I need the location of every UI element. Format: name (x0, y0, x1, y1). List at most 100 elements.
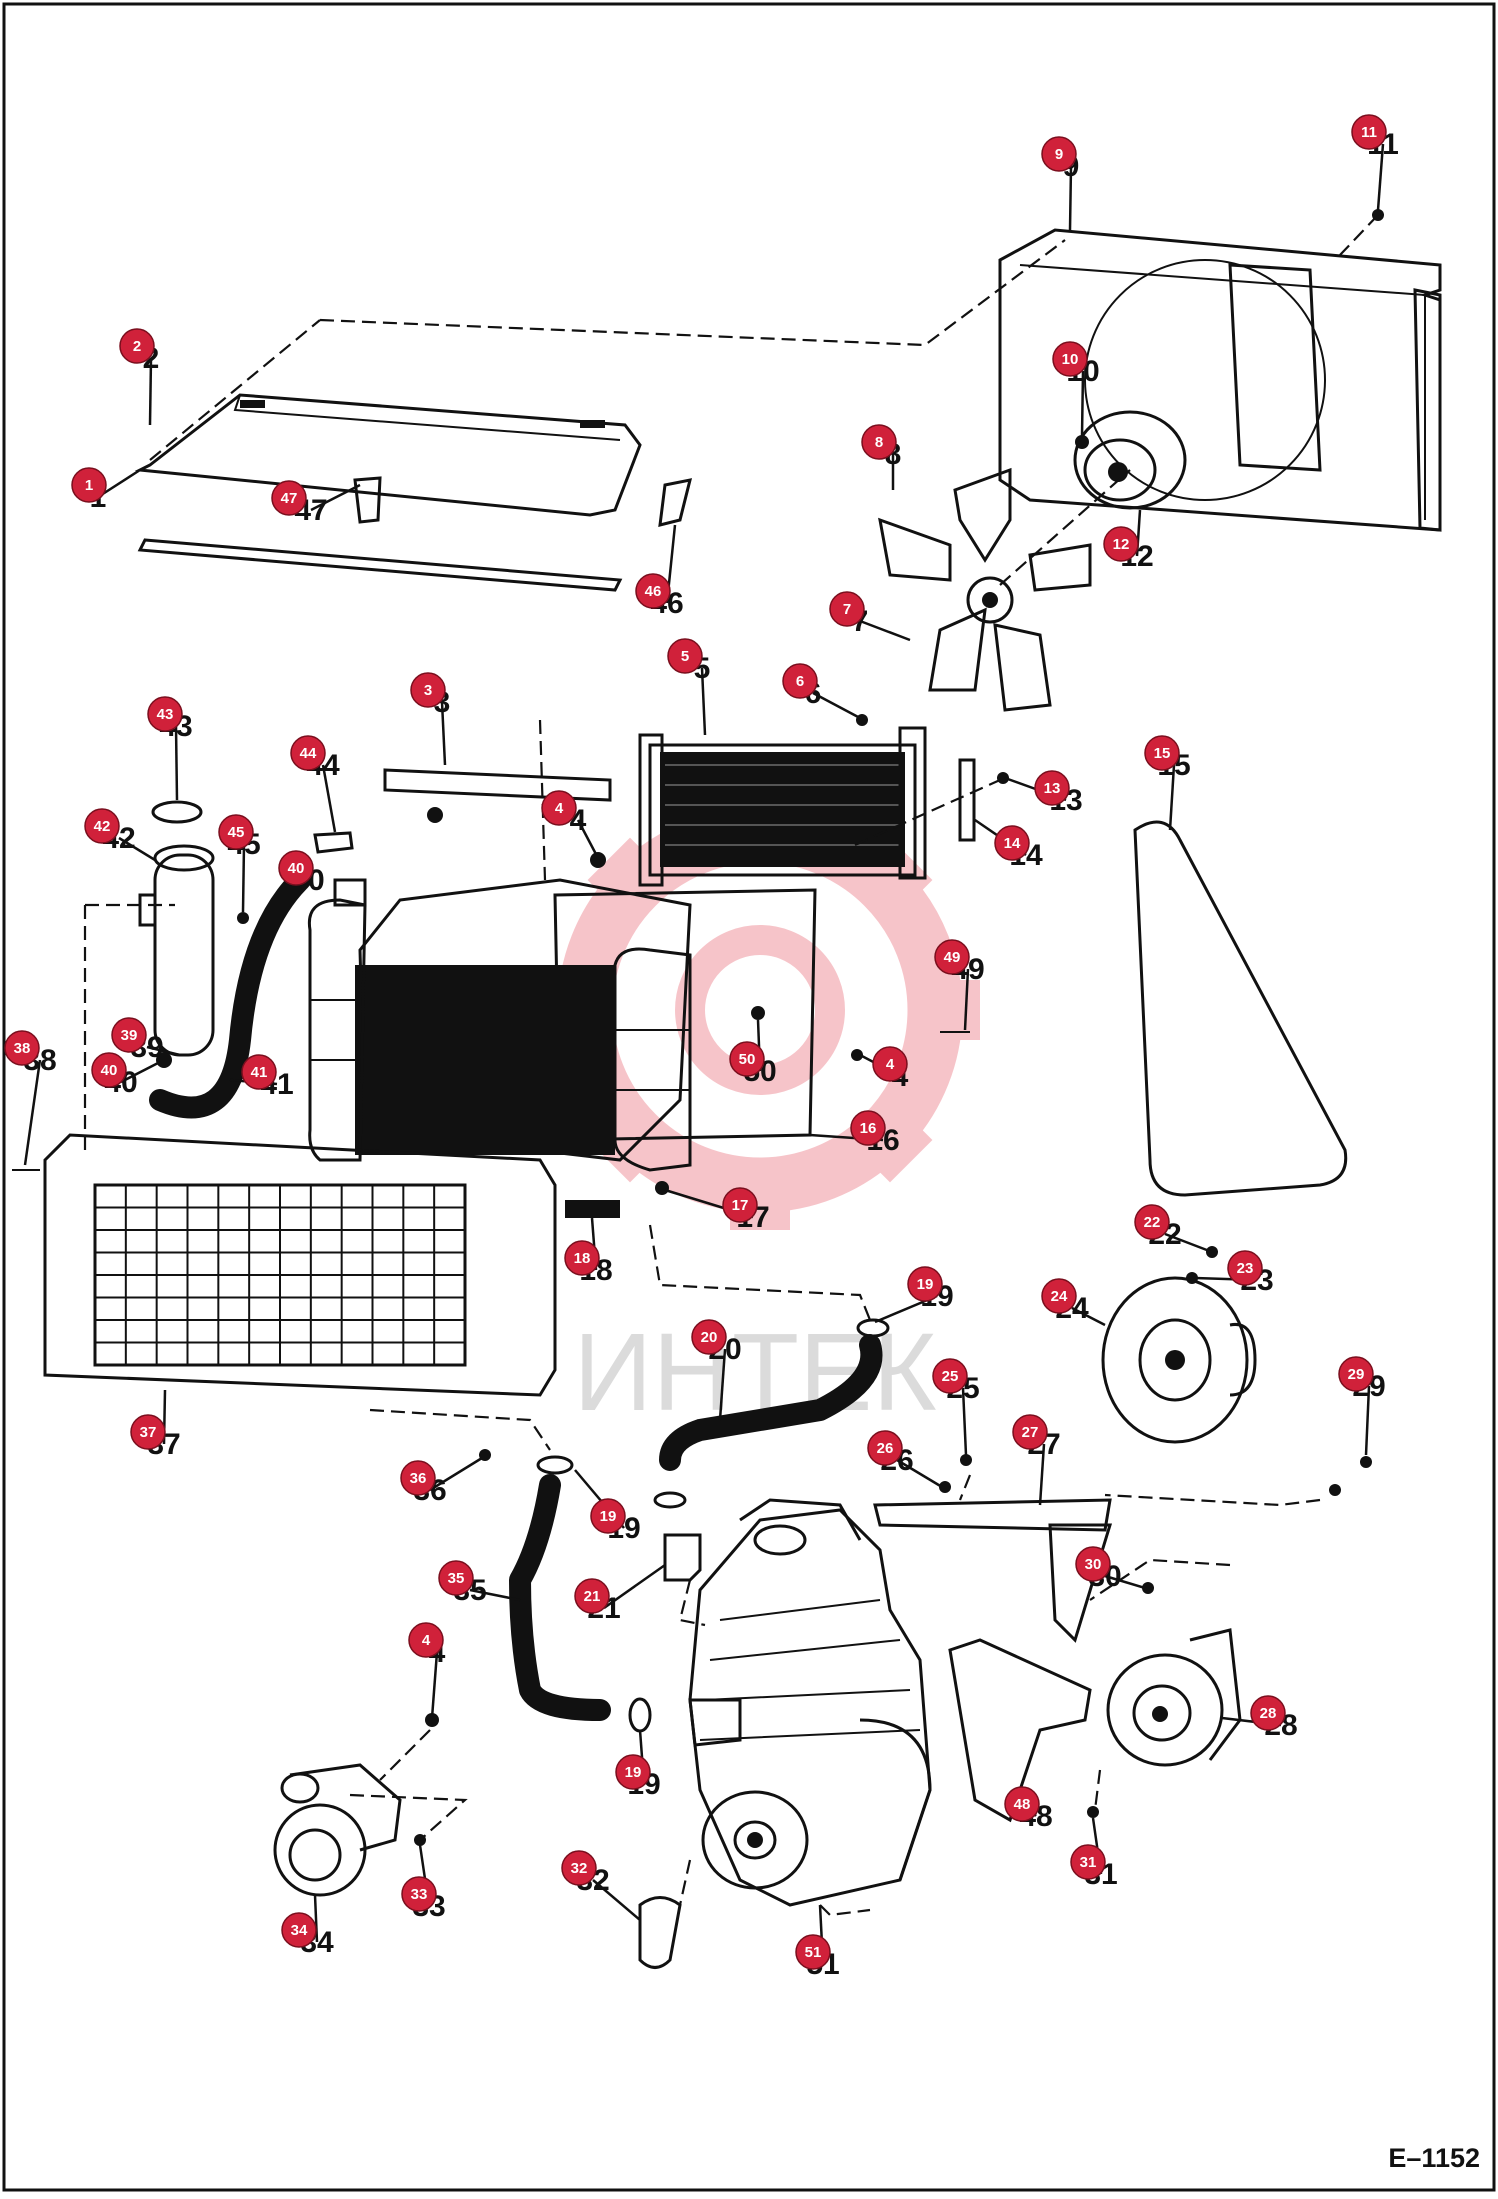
callout-marker-19[interactable]: 19 (615, 1754, 651, 1790)
callout-marker-38[interactable]: 38 (4, 1030, 40, 1066)
callout-marker-2[interactable]: 2 (119, 328, 155, 364)
callout-marker-17[interactable]: 17 (722, 1187, 758, 1223)
callout-marker-40[interactable]: 40 (91, 1052, 127, 1088)
callout-marker-5[interactable]: 5 (667, 638, 703, 674)
callout-marker-4[interactable]: 4 (541, 790, 577, 826)
callout-badge-circle[interactable] (1144, 735, 1180, 771)
callout-marker-11[interactable]: 11 (1351, 114, 1387, 150)
callout-badge-circle[interactable] (861, 424, 897, 460)
callout-marker-4[interactable]: 4 (408, 1622, 444, 1658)
callout-badge-circle[interactable] (1034, 770, 1070, 806)
callout-badge-circle[interactable] (561, 1850, 597, 1886)
callout-badge-circle[interactable] (408, 1622, 444, 1658)
callout-badge-circle[interactable] (410, 672, 446, 708)
callout-badge-circle[interactable] (635, 573, 671, 609)
callout-badge-circle[interactable] (722, 1187, 758, 1223)
callout-marker-25[interactable]: 25 (932, 1358, 968, 1394)
callout-marker-10[interactable]: 10 (1052, 341, 1088, 377)
callout-marker-49[interactable]: 49 (934, 939, 970, 975)
callout-marker-18[interactable]: 18 (564, 1240, 600, 1276)
callout-badge-circle[interactable] (4, 1030, 40, 1066)
callout-marker-19[interactable]: 19 (907, 1266, 943, 1302)
callout-badge-circle[interactable] (281, 1912, 317, 1948)
callout-badge-circle[interactable] (541, 790, 577, 826)
callout-badge-circle[interactable] (795, 1934, 831, 1970)
callout-badge-circle[interactable] (1250, 1695, 1286, 1731)
callout-marker-14[interactable]: 14 (994, 825, 1030, 861)
callout-badge-circle[interactable] (615, 1754, 651, 1790)
callout-marker-24[interactable]: 24 (1041, 1278, 1077, 1314)
callout-badge-circle[interactable] (1012, 1414, 1048, 1450)
callout-marker-41[interactable]: 41 (241, 1054, 277, 1090)
callout-badge-circle[interactable] (1075, 1546, 1111, 1582)
callout-badge-circle[interactable] (934, 939, 970, 975)
callout-badge-circle[interactable] (850, 1110, 886, 1146)
callout-marker-43[interactable]: 43 (147, 696, 183, 732)
callout-badge-circle[interactable] (84, 808, 120, 844)
callout-badge-circle[interactable] (119, 328, 155, 364)
callout-badge-circle[interactable] (218, 814, 254, 850)
callout-badge-circle[interactable] (1103, 526, 1139, 562)
callout-marker-9[interactable]: 9 (1041, 136, 1077, 172)
callout-marker-26[interactable]: 26 (867, 1430, 903, 1466)
callout-marker-29[interactable]: 29 (1338, 1356, 1374, 1392)
callout-badge-circle[interactable] (1070, 1844, 1106, 1880)
callout-marker-45[interactable]: 45 (218, 814, 254, 850)
callout-marker-12[interactable]: 12 (1103, 526, 1139, 562)
callout-badge-circle[interactable] (111, 1017, 147, 1053)
callout-badge-circle[interactable] (829, 591, 865, 627)
callout-badge-circle[interactable] (574, 1578, 610, 1614)
callout-marker-22[interactable]: 22 (1134, 1204, 1170, 1240)
callout-badge-circle[interactable] (691, 1319, 727, 1355)
callout-marker-19[interactable]: 19 (590, 1498, 626, 1534)
callout-marker-32[interactable]: 32 (561, 1850, 597, 1886)
callout-badge-circle[interactable] (1004, 1786, 1040, 1822)
callout-badge-circle[interactable] (932, 1358, 968, 1394)
callout-badge-circle[interactable] (907, 1266, 943, 1302)
callout-badge-circle[interactable] (438, 1560, 474, 1596)
callout-badge-circle[interactable] (271, 480, 307, 516)
callout-badge-circle[interactable] (1351, 114, 1387, 150)
callout-badge-circle[interactable] (91, 1052, 127, 1088)
callout-marker-30[interactable]: 30 (1075, 1546, 1111, 1582)
callout-badge-circle[interactable] (867, 1430, 903, 1466)
callout-badge-circle[interactable] (872, 1046, 908, 1082)
callout-marker-28[interactable]: 28 (1250, 1695, 1286, 1731)
callout-badge-circle[interactable] (400, 1460, 436, 1496)
callout-marker-1[interactable]: 1 (71, 467, 107, 503)
callout-marker-47[interactable]: 47 (271, 480, 307, 516)
callout-marker-50[interactable]: 50 (729, 1041, 765, 1077)
callout-badge-circle[interactable] (290, 735, 326, 771)
callout-marker-34[interactable]: 34 (281, 1912, 317, 1948)
callout-marker-3[interactable]: 3 (410, 672, 446, 708)
callout-marker-33[interactable]: 33 (401, 1876, 437, 1912)
callout-badge-circle[interactable] (564, 1240, 600, 1276)
callout-marker-7[interactable]: 7 (829, 591, 865, 627)
callout-marker-46[interactable]: 46 (635, 573, 671, 609)
callout-badge-circle[interactable] (401, 1876, 437, 1912)
callout-marker-31[interactable]: 31 (1070, 1844, 1106, 1880)
callout-badge-circle[interactable] (1041, 1278, 1077, 1314)
callout-marker-48[interactable]: 48 (1004, 1786, 1040, 1822)
callout-badge-circle[interactable] (1041, 136, 1077, 172)
callout-marker-4[interactable]: 4 (872, 1046, 908, 1082)
callout-badge-circle[interactable] (147, 696, 183, 732)
callout-badge-circle[interactable] (729, 1041, 765, 1077)
callout-badge-circle[interactable] (994, 825, 1030, 861)
callout-marker-8[interactable]: 8 (861, 424, 897, 460)
callout-marker-6[interactable]: 6 (782, 663, 818, 699)
callout-badge-circle[interactable] (241, 1054, 277, 1090)
callout-marker-42[interactable]: 42 (84, 808, 120, 844)
callout-badge-circle[interactable] (130, 1414, 166, 1450)
callout-marker-40[interactable]: 40 (278, 850, 314, 886)
callout-marker-51[interactable]: 51 (795, 1934, 831, 1970)
callout-badge-circle[interactable] (71, 467, 107, 503)
callout-badge-circle[interactable] (1338, 1356, 1374, 1392)
callout-badge-circle[interactable] (667, 638, 703, 674)
callout-marker-36[interactable]: 36 (400, 1460, 436, 1496)
callout-marker-23[interactable]: 23 (1227, 1250, 1263, 1286)
callout-badge-circle[interactable] (1052, 341, 1088, 377)
callout-marker-39[interactable]: 39 (111, 1017, 147, 1053)
callout-badge-circle[interactable] (590, 1498, 626, 1534)
callout-badge-circle[interactable] (1134, 1204, 1170, 1240)
